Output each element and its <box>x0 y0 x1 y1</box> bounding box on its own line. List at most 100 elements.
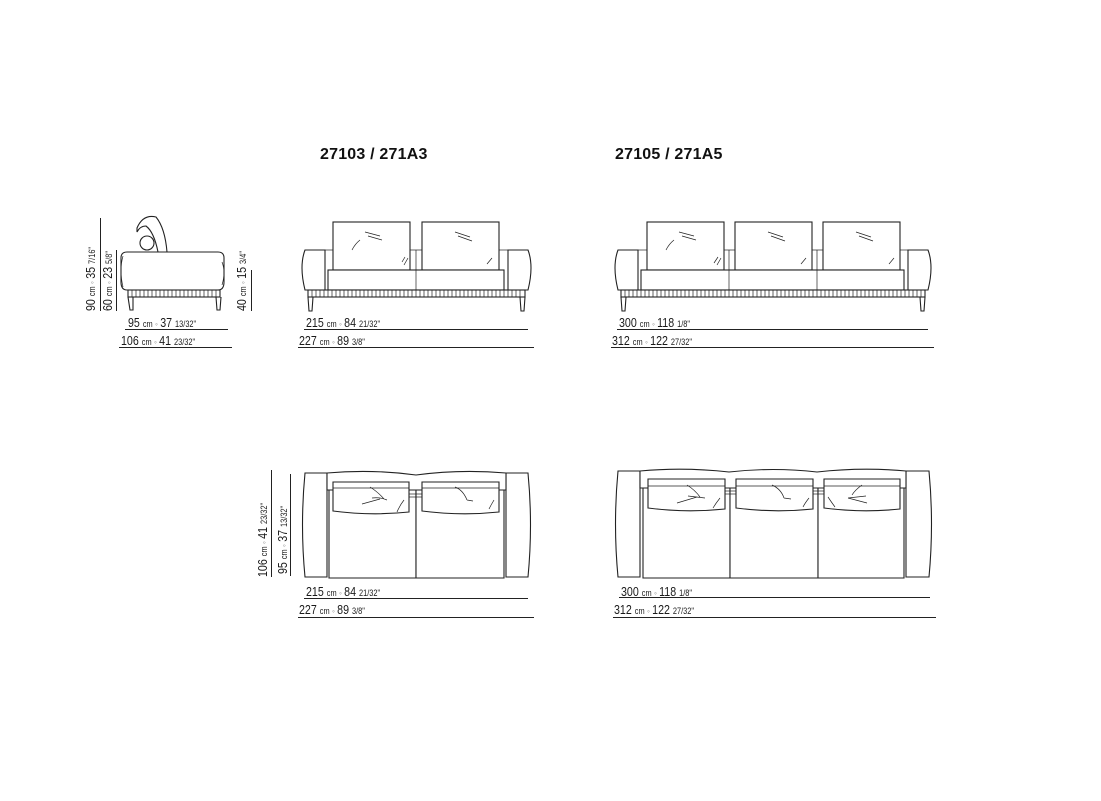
dim-value-cm: 60 <box>100 299 115 311</box>
dim-separator: ◦ <box>652 319 655 329</box>
dim-value-inch: 118 <box>657 315 675 330</box>
dim-fraction: 13/32" <box>279 505 289 527</box>
dim-unit: cm <box>326 588 337 598</box>
side-seat-height-label: 40 cm◦15 3/4" <box>234 251 250 311</box>
dim-unit: cm <box>238 286 248 297</box>
dim-line-total-depth <box>119 347 232 348</box>
dim-separator: ◦ <box>339 319 342 329</box>
front-view-2-seater <box>301 221 532 312</box>
dim-fraction: 3/8" <box>351 337 365 347</box>
dim-line-top2-seat-depth <box>290 474 291 576</box>
dim-value-cm: 300 <box>621 584 639 599</box>
dim-unit: cm <box>634 606 645 616</box>
top2-total-width-label: 227 cm◦89 3/8" <box>299 603 365 618</box>
dim-fraction: 3/4" <box>238 251 248 264</box>
dim-value-inch: 118 <box>659 584 677 599</box>
dim-line-top3-seat-width <box>619 597 930 598</box>
dim-line-seat-depth <box>125 329 228 330</box>
dim-line-front3-seat-width <box>617 329 928 330</box>
dim-line-front2-total-width <box>298 347 534 348</box>
dim-separator: ◦ <box>259 541 269 544</box>
dim-value-cm: 95 <box>275 562 290 574</box>
dim-separator: ◦ <box>332 337 335 347</box>
model-title-27103: 27103 / 271A3 <box>320 146 428 163</box>
dim-value-inch: 89 <box>337 602 350 617</box>
dim-fraction: 5/8" <box>104 251 114 264</box>
dim-value-cm: 90 <box>83 299 98 311</box>
dim-value-inch: 41 <box>255 526 270 539</box>
dim-line-total-height <box>100 218 101 311</box>
dim-separator: ◦ <box>332 606 335 616</box>
front3-total-width-label: 312 cm◦122 27/32" <box>612 334 692 349</box>
dim-line-top2-total-width <box>298 617 534 618</box>
dim-value-cm: 215 <box>306 584 324 599</box>
dim-value-inch: 84 <box>344 584 357 599</box>
dim-separator: ◦ <box>238 281 248 284</box>
dim-fraction: 27/32" <box>672 606 695 616</box>
dim-line-top3-total-width <box>613 617 936 618</box>
dim-value-cm: 227 <box>299 602 317 617</box>
dim-separator: ◦ <box>339 588 342 598</box>
dim-value-cm: 106 <box>121 333 139 348</box>
side-seat-depth-label: 95 cm◦37 13/32" <box>128 316 196 331</box>
dim-unit: cm <box>259 546 269 557</box>
front2-total-width-label: 227 cm◦89 3/8" <box>299 334 365 349</box>
dim-line-top2-seat-width <box>304 598 528 599</box>
dim-unit: cm <box>632 337 643 347</box>
dim-value-cm: 227 <box>299 333 317 348</box>
side-view-drawing <box>120 215 225 311</box>
side-total-height-label: 90 cm ◦ 35 7/16" <box>83 246 99 311</box>
side-total-depth-label: 106 cm◦41 23/32" <box>121 334 195 349</box>
dim-value-cm: 312 <box>614 602 632 617</box>
dim-value-inch: 89 <box>337 333 350 348</box>
dim-value-inch: 35 <box>83 266 98 279</box>
dim-value-inch: 15 <box>234 266 249 279</box>
dim-value-inch: 122 <box>652 602 670 617</box>
top2-total-depth-label: 106 cm ◦ 41 23/32" <box>255 502 271 577</box>
dim-unit: cm <box>641 588 652 598</box>
dim-fraction: 23/32" <box>259 502 269 525</box>
front2-seat-width-label: 215 cm◦84 21/32" <box>306 316 380 331</box>
dim-fraction: 1/8" <box>677 319 691 329</box>
dim-line-front3-total-width <box>611 347 934 348</box>
dim-fraction: 1/8" <box>679 588 693 598</box>
dim-line-arm-height <box>116 250 117 311</box>
front-view-3-seater <box>614 221 932 312</box>
dim-value-inch: 37 <box>160 315 173 330</box>
dim-separator: ◦ <box>87 281 97 284</box>
side-arm-height-label: 60 cm◦23 5/8" <box>100 251 116 311</box>
dim-value-inch: 84 <box>344 315 357 330</box>
dim-unit: cm <box>87 286 97 297</box>
dim-fraction: 27/32" <box>670 337 693 347</box>
top2-seat-depth-label: 95 cm◦37 13/32" <box>275 505 291 574</box>
dim-separator: ◦ <box>654 588 657 598</box>
dim-unit: cm <box>142 319 153 329</box>
front3-seat-width-label: 300 cm◦118 1/8" <box>619 316 690 331</box>
dim-unit: cm <box>104 286 114 297</box>
dim-fraction: 7/16" <box>87 246 97 264</box>
top-view-2-seater <box>301 470 532 579</box>
dim-value-inch: 122 <box>650 333 668 348</box>
model-title-27105: 27105 / 271A5 <box>615 146 723 163</box>
dim-separator: ◦ <box>154 337 157 347</box>
dim-separator: ◦ <box>645 337 648 347</box>
top3-total-width-label: 312 cm◦122 27/32" <box>614 603 694 618</box>
dim-separator: ◦ <box>647 606 650 616</box>
top3-seat-width-label: 300 cm◦118 1/8" <box>621 585 692 600</box>
dim-value-cm: 215 <box>306 315 324 330</box>
dim-unit: cm <box>639 319 650 329</box>
dim-value-inch: 23 <box>100 266 115 279</box>
dim-unit: cm <box>141 337 152 347</box>
dim-line-top2-total-depth <box>271 470 272 577</box>
dim-fraction: 21/32" <box>358 588 381 598</box>
dim-value-cm: 95 <box>128 315 140 330</box>
dim-fraction: 13/32" <box>175 319 197 329</box>
dim-fraction: 3/8" <box>351 606 365 616</box>
dim-unit: cm <box>319 337 330 347</box>
dim-unit: cm <box>326 319 337 329</box>
dim-unit: cm <box>319 606 330 616</box>
dim-line-seat-height <box>251 270 252 311</box>
top-view-3-seater <box>614 468 933 579</box>
dim-value-cm: 106 <box>255 559 270 577</box>
